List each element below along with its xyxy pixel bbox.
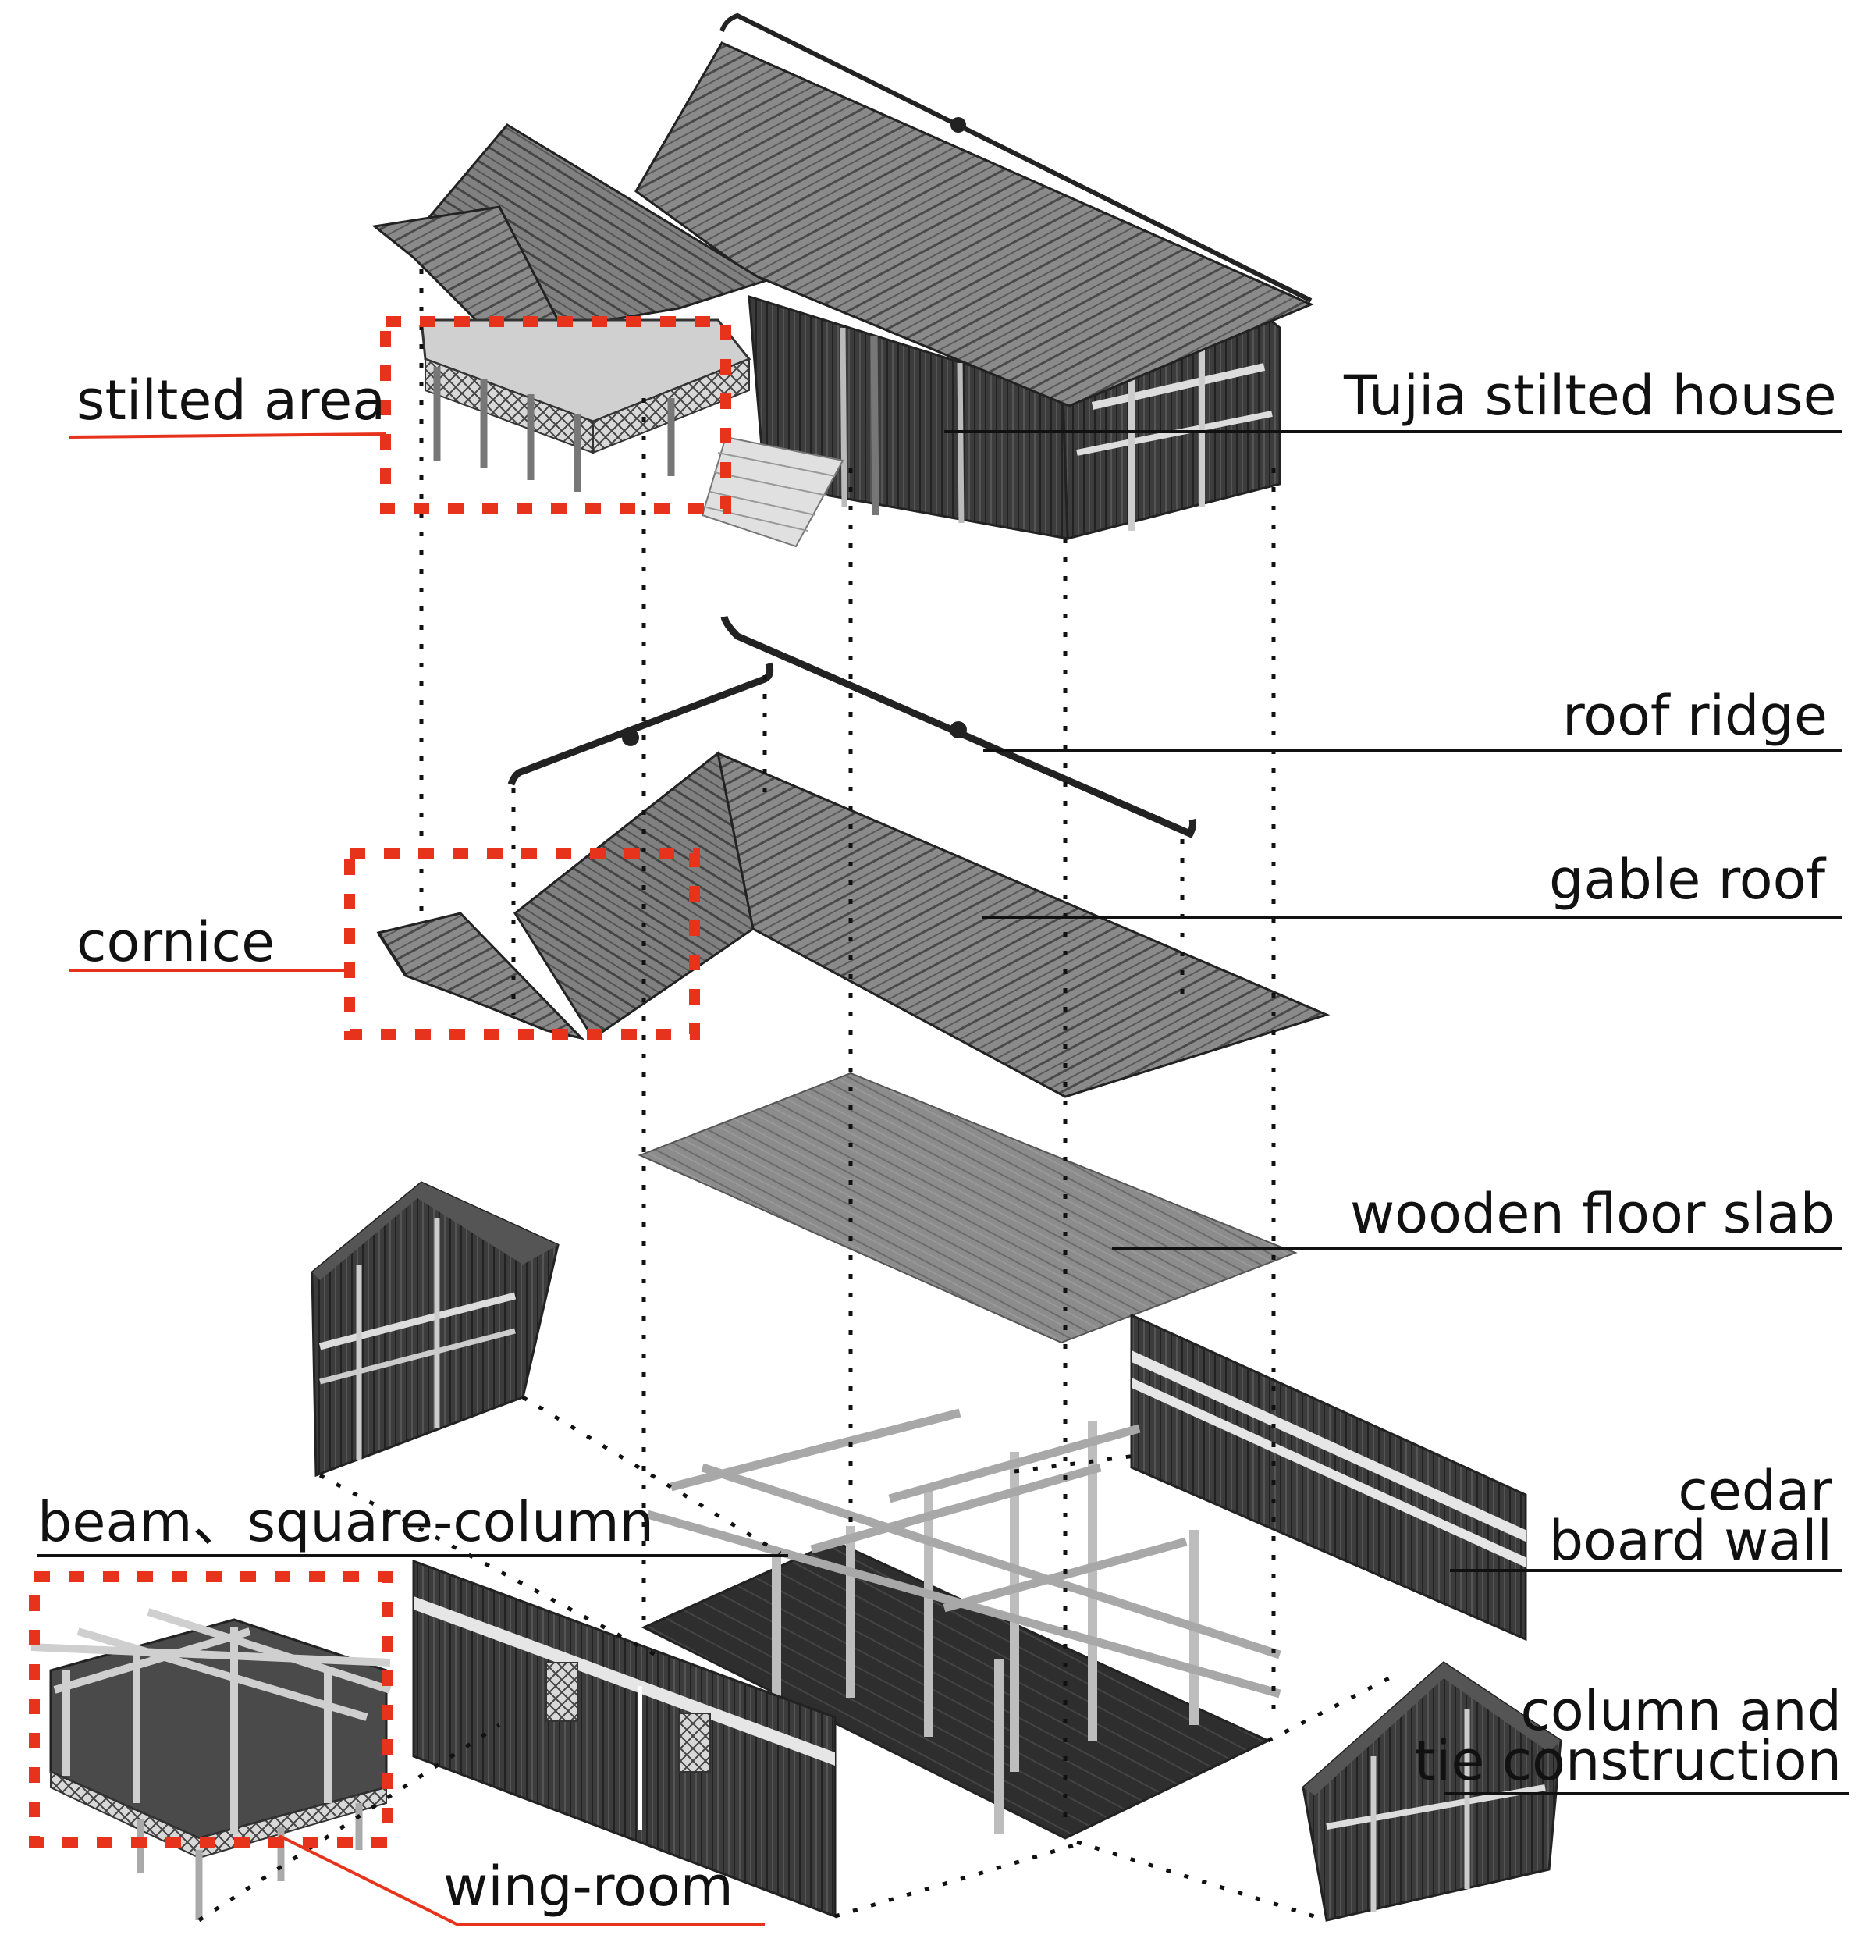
cornice-highlight	[344, 848, 700, 1040]
wing-room-highlight	[29, 1571, 393, 1848]
roof-ridge-drawing	[507, 615, 1197, 838]
label-cornice: cornice	[76, 910, 275, 974]
stilted-area-highlight	[380, 316, 731, 514]
label-stilted-area: stilted area	[76, 368, 386, 432]
cedar-board-wall-drawing	[1130, 1313, 1527, 1642]
front-wall-panel-drawing	[412, 1559, 837, 1919]
stilted-area-leader	[68, 432, 387, 439]
label-column-and-tie-construction: column and tie construction	[1414, 1679, 1842, 1794]
label-roof-ridge: roof ridge	[1562, 684, 1828, 748]
highlight-boxes	[29, 316, 731, 1848]
label-cedar-board-wall: cedar board wall	[1548, 1459, 1832, 1574]
label-beam-square-column: beam、square-column	[37, 1490, 654, 1554]
wing-room-leader	[279, 1834, 765, 1926]
left-gable-wall-drawing	[311, 1181, 560, 1478]
wing-room-drawing	[30, 1608, 392, 1920]
wooden-floor-slab-drawing	[638, 1072, 1298, 1344]
projection-lines	[197, 269, 1391, 1923]
label-tujia-stilted-house: Tujia stilted house	[1344, 364, 1837, 428]
label-gable-roof: gable roof	[1549, 848, 1826, 912]
label-wooden-floor-slab: wooden floor slab	[1350, 1182, 1835, 1246]
gable-roof-drawing	[376, 751, 1331, 1098]
label-wing-room: wing-room	[443, 1855, 734, 1919]
tujia-stilted-house-drawing	[371, 12, 1314, 548]
leader-lines	[37, 430, 1849, 1926]
column-frame-drawing	[641, 1408, 1281, 1840]
